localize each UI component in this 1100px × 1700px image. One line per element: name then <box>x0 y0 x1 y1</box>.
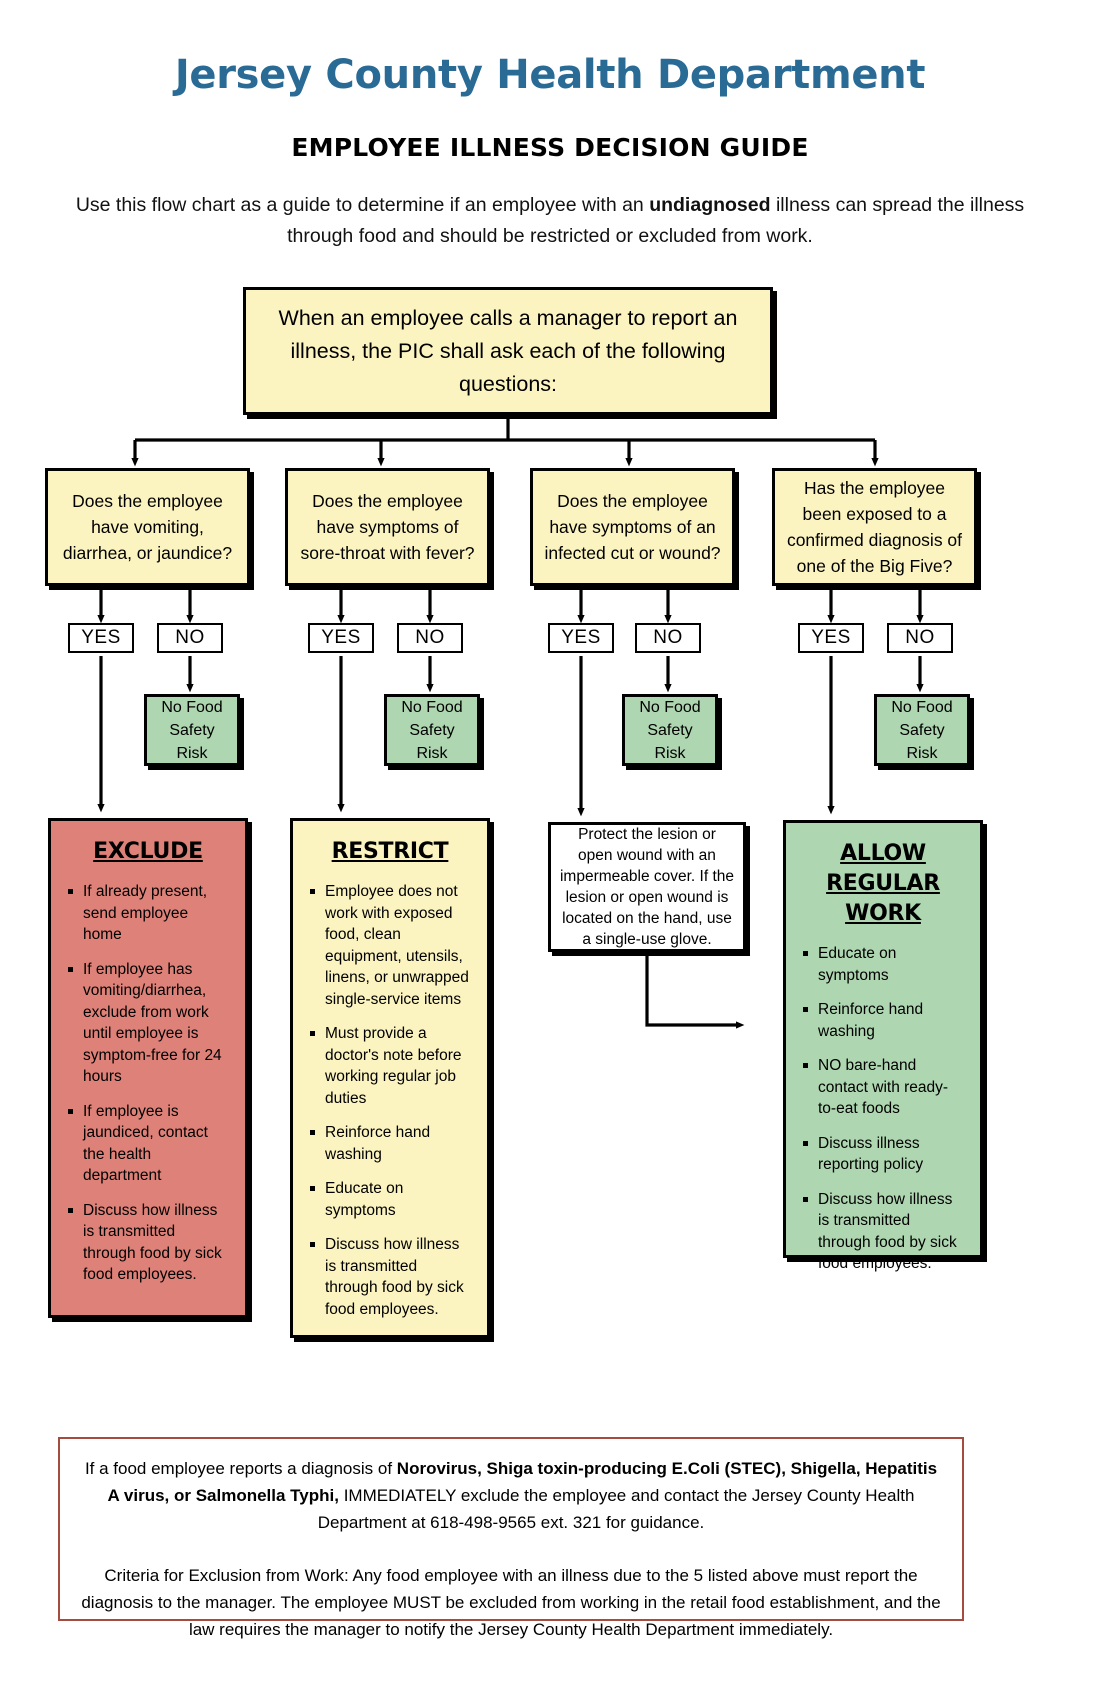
list-item: Discuss illness reporting policy <box>803 1133 966 1176</box>
question-box-infected-wound: Does the employee have symptoms of an in… <box>530 468 735 586</box>
question-text-3: Does the employee have symptoms of an in… <box>544 491 721 563</box>
no-food-safety-risk-q2: No Food Safety Risk <box>384 694 480 766</box>
list-item: Discuss how illness is transmitted throu… <box>803 1189 966 1275</box>
exclude-heading: EXCLUDE <box>93 839 203 864</box>
list-item: Discuss how illness is transmitted throu… <box>68 1200 231 1286</box>
allow-heading-line-3: WORK <box>845 901 921 926</box>
intro-text-pre: Use this flow chart as a guide to determ… <box>75 194 650 216</box>
list-item: If employee has vomiting/diarrhea, exclu… <box>68 959 231 1088</box>
yes-box-q2: YES <box>308 623 374 653</box>
list-item: NO bare-hand contact with ready-to-eat f… <box>803 1055 966 1120</box>
lesion-protection-box: Protect the lesion or open wound with an… <box>548 822 746 952</box>
org-title: Jersey County Health Department <box>174 52 926 98</box>
no-box-q4: NO <box>887 623 953 653</box>
intro-text-post: illness can spread the illness through f… <box>287 194 1025 247</box>
no-food-safety-risk-q1: No Food Safety Risk <box>144 694 240 766</box>
list-item: Employee does not work with exposed food… <box>310 881 473 1010</box>
question-box-big-five-exposure: Has the employee been exposed to a confi… <box>772 468 977 586</box>
exclude-list: If already present, send employee home I… <box>61 881 235 1286</box>
restrict-list: Employee does not work with exposed food… <box>303 881 477 1320</box>
allow-heading-line-2: REGULAR <box>826 871 940 896</box>
lesion-protection-text: Protect the lesion or open wound with an… <box>559 826 735 948</box>
allow-heading-line-1: ALLOW <box>840 841 926 866</box>
footer-paragraph-1: If a food employee reports a diagnosis o… <box>60 1455 962 1536</box>
intro-paragraph: Use this flow chart as a guide to determ… <box>55 190 1045 252</box>
list-item: If already present, send employee home <box>68 881 231 946</box>
root-question-text: When an employee calls a manager to repo… <box>278 305 738 396</box>
yes-box-q4: YES <box>798 623 864 653</box>
list-item: Reinforce hand washing <box>803 999 966 1042</box>
outcome-box-exclude: EXCLUDE If already present, send employe… <box>48 818 248 1318</box>
question-text-1: Does the employee have vomiting, diarrhe… <box>62 491 233 563</box>
root-question-box: When an employee calls a manager to repo… <box>243 287 773 415</box>
no-box-q3: NO <box>635 623 701 653</box>
question-text-4: Has the employee been exposed to a confi… <box>786 478 963 576</box>
no-box-q1: NO <box>157 623 223 653</box>
document-title: EMPLOYEE ILLNESS DECISION GUIDE <box>291 133 809 162</box>
outcome-box-restrict: RESTRICT Employee does not work with exp… <box>290 818 490 1338</box>
yes-box-q3: YES <box>548 623 614 653</box>
allow-heading: ALLOW REGULAR WORK <box>796 839 970 929</box>
list-item: Discuss how illness is transmitted throu… <box>310 1234 473 1320</box>
no-box-q2: NO <box>397 623 463 653</box>
no-risk-text-3: No Food Safety Risk <box>639 698 701 762</box>
question-box-vomiting: Does the employee have vomiting, diarrhe… <box>45 468 250 586</box>
list-item: Reinforce hand washing <box>310 1122 473 1165</box>
footer-paragraph-2: Criteria for Exclusion from Work: Any fo… <box>81 1566 941 1639</box>
yes-box-q1: YES <box>68 623 134 653</box>
no-risk-text-2: No Food Safety Risk <box>401 698 463 762</box>
restrict-heading: RESTRICT <box>331 839 449 864</box>
outcome-box-allow-regular-work: ALLOW REGULAR WORK Educate on symptoms R… <box>783 820 983 1272</box>
intro-text-bold: undiagnosed <box>649 194 771 216</box>
footer-p1-post: IMMEDIATELY exclude the employee and con… <box>317 1486 915 1532</box>
footer-p1-bold: Norovirus, Shiga toxin-producing E.Coli … <box>107 1459 938 1505</box>
question-box-sore-throat: Does the employee have symptoms of sore-… <box>285 468 490 586</box>
no-risk-text-1: No Food Safety Risk <box>161 698 223 762</box>
no-food-safety-risk-q3: No Food Safety Risk <box>622 694 718 766</box>
question-text-2: Does the employee have symptoms of sore-… <box>300 491 475 563</box>
allow-list: Educate on symptoms Reinforce hand washi… <box>796 943 970 1275</box>
footer-p1-pre: If a food employee reports a diagnosis o… <box>84 1459 397 1478</box>
footer-notice-box: If a food employee reports a diagnosis o… <box>58 1437 964 1639</box>
list-item: If employee is jaundiced, contact the he… <box>68 1101 231 1187</box>
no-risk-text-4: No Food Safety Risk <box>891 698 953 762</box>
list-item: Educate on symptoms <box>310 1178 473 1221</box>
list-item: Must provide a doctor's note before work… <box>310 1023 473 1109</box>
list-item: Educate on symptoms <box>803 943 966 986</box>
no-food-safety-risk-q4: No Food Safety Risk <box>874 694 970 766</box>
